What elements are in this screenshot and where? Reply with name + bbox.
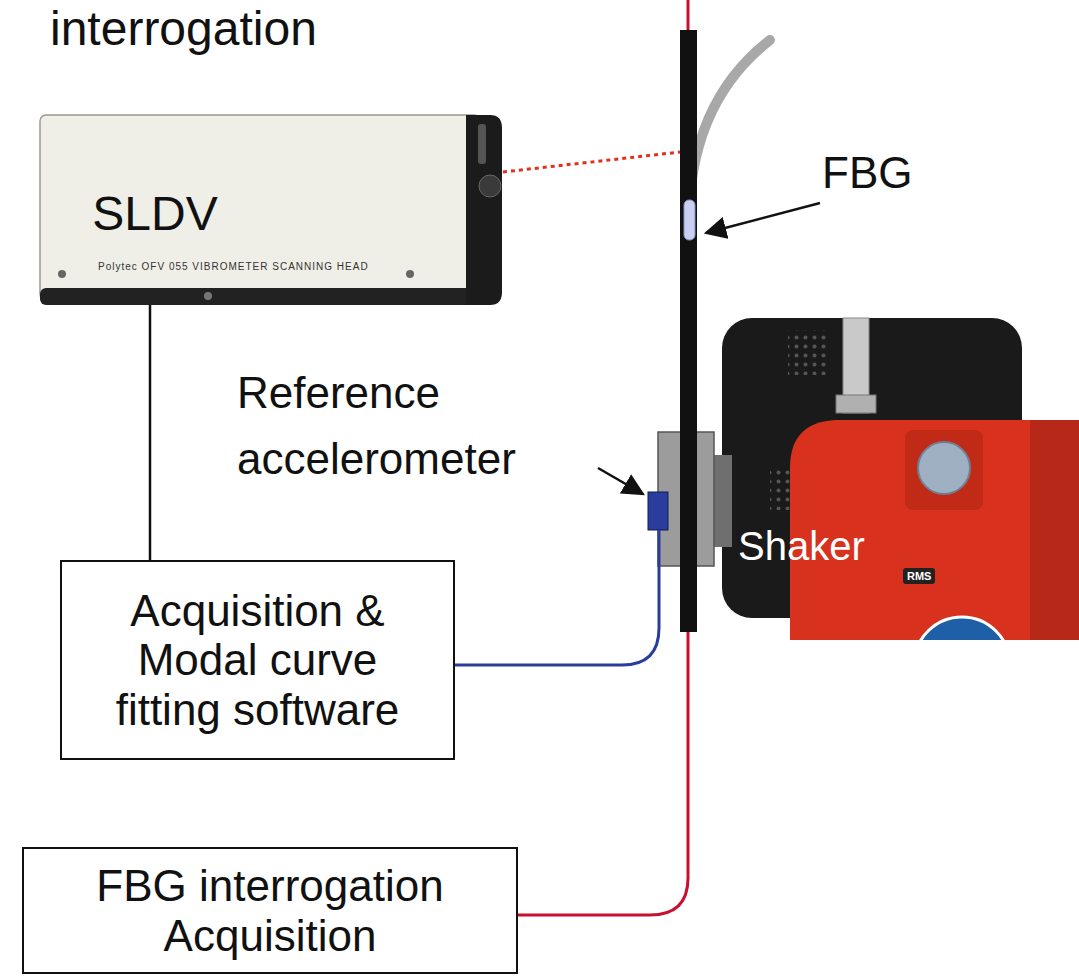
- optical-fiber: [518, 632, 688, 915]
- stand-panel: [905, 430, 983, 510]
- vibrometer-slot: [478, 124, 486, 164]
- device-name: SLDV: [40, 187, 270, 241]
- strap-clamp: [836, 395, 876, 413]
- brand-logo: RMS: [903, 568, 935, 584]
- shaker-armature: [712, 455, 732, 547]
- process-box: Acquisition & Modal curve fitting softwa…: [60, 560, 455, 760]
- figure-title: interrogation: [50, 2, 317, 56]
- screw: [204, 292, 212, 300]
- part-label: FBG: [822, 148, 912, 197]
- stand-shading: [1030, 420, 1079, 640]
- signal-cable: [149, 305, 152, 560]
- accelerometer-cable: [455, 530, 659, 665]
- device-label: Shaker: [738, 524, 865, 569]
- part-label: Reference accelerometer: [237, 360, 607, 492]
- fbg-sensor: [684, 200, 695, 240]
- safety-emblem: [914, 617, 1010, 640]
- screw: [406, 270, 414, 278]
- leader-arrow: [598, 468, 643, 494]
- optical-fiber: [687, 0, 690, 30]
- cantilever-beam: [680, 30, 697, 632]
- box-text: FBG interrogation Acquisition: [44, 861, 496, 960]
- vibrometer-lens: [479, 175, 501, 197]
- vibrometer-head: SLDV Polytec OFV 055 VIBROMETER SCANNING …: [40, 115, 495, 305]
- shaker-vent: [788, 330, 828, 375]
- laser-beam: [503, 152, 680, 172]
- box-text: Acquisition & Modal curve fitting softwa…: [82, 586, 433, 734]
- process-box: FBG interrogation Acquisition: [22, 847, 518, 974]
- accelerometer: [648, 492, 668, 530]
- vibrometer-front-cap: [466, 115, 502, 305]
- leader-arrow: [706, 203, 820, 233]
- stand-knob: [918, 442, 970, 494]
- vibrometer-base: [40, 288, 485, 305]
- screw: [58, 270, 66, 278]
- model-plate: Polytec OFV 055 VIBROMETER SCANNING HEAD: [98, 261, 498, 272]
- vibrometer-body: [40, 115, 480, 300]
